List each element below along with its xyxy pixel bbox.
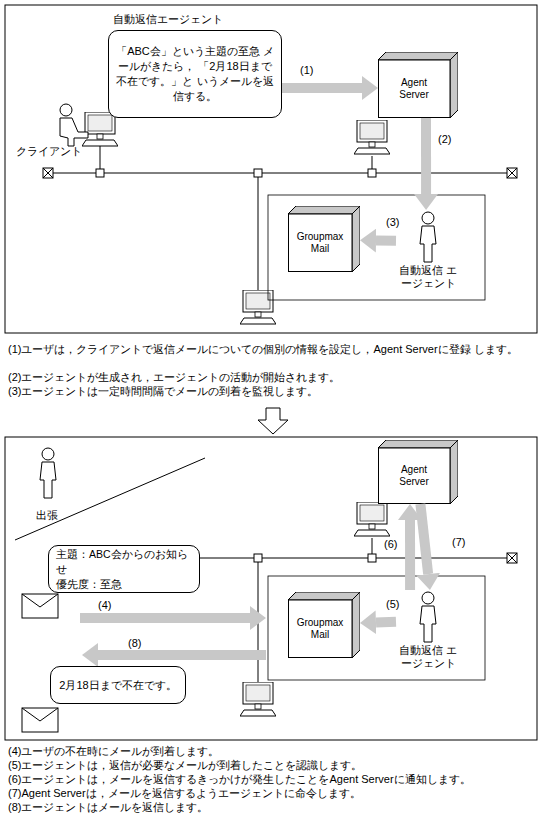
- network-tap: [254, 169, 262, 177]
- traveling-user: [40, 448, 56, 498]
- box-label: Agent Server: [390, 77, 438, 101]
- box-side-face: [352, 592, 360, 658]
- network-tap: [96, 169, 104, 177]
- speech-bubble: 自動返信エージェント「ABC会」という主題の至急 メールがきたら， 「2月18日…: [108, 30, 282, 118]
- process-arrow: [376, 236, 396, 246]
- network-tap: [368, 169, 376, 177]
- panel-frame: [5, 437, 537, 740]
- callout-number: (2): [438, 133, 451, 145]
- step-description: (5)エージェントは，返信が必要なメールが到着したことを認識します。: [8, 758, 362, 772]
- agent-figure: 自動返信 エージェント: [396, 210, 460, 298]
- server-box: Groupmax Mail: [288, 592, 360, 658]
- drop-line: [100, 146, 101, 169]
- box-front-face: [379, 60, 451, 118]
- box-text-area: Agent Server: [378, 60, 450, 118]
- server-box: Agent Server: [378, 52, 458, 118]
- network-terminator: [43, 168, 53, 178]
- process-arrow: [420, 504, 428, 574]
- agent-area-box: [268, 576, 485, 680]
- drop-line: [258, 177, 259, 290]
- network-line: [48, 173, 512, 174]
- server-box: Agent Server: [378, 440, 458, 504]
- step-description: (4)ユーザの不在時にメールが到着します。: [8, 744, 219, 758]
- envelope-icon: [22, 708, 58, 732]
- box-text-area: Groupmax Mail: [288, 600, 352, 658]
- bubble-text: 主題：ABC会からのお知らせ: [56, 547, 192, 577]
- mail-server-computer: [240, 290, 276, 324]
- callout-number: (1): [300, 64, 313, 76]
- client-person: [60, 104, 88, 146]
- network-terminator: [507, 553, 517, 563]
- actor-label: 出張: [36, 508, 58, 522]
- step-description: (8)エージェントはメールを返信します。: [8, 800, 208, 814]
- box-side-face: [450, 52, 458, 118]
- speech-bubble: 主題：ABC会からのお知らせ優先度：至急: [48, 545, 200, 593]
- network-line: [180, 558, 512, 559]
- person-head: [422, 592, 434, 604]
- step-description: (6)エージェントは，メールを返信するきっかけが発生したことをAgent Ser…: [8, 772, 471, 786]
- drop-line: [372, 156, 373, 169]
- bubble-body: 「ABC会」という主題の至急 メールがきたら， 「2月18日まで不在です。」と …: [109, 31, 281, 117]
- speech-bubble: 2月18日まで不在です。: [50, 666, 186, 704]
- agent-figure: 自動返信 エージェント: [396, 590, 460, 678]
- step-description: (3)エージェントは一定時間間隔でメールの到着を監視します。: [8, 384, 318, 398]
- person-head: [422, 212, 434, 224]
- server-computer: [354, 120, 390, 154]
- network-tap: [368, 554, 376, 562]
- bubble-body: 2月18日まで不在です。: [51, 667, 185, 703]
- process-arrow: [376, 617, 396, 628]
- bubble-text: 「ABC会」という主題の至急 メールがきたら， 「2月18日まで不在です。」と …: [116, 44, 274, 104]
- bubble-heading: 自動返信エージェント: [113, 12, 223, 27]
- process-arrow: [421, 118, 431, 194]
- box-front-face: [289, 214, 353, 272]
- box-top-face: [288, 592, 360, 600]
- step-description: (7)Agent Serverは，メールを返信するようエージェントに命令します。: [8, 786, 361, 800]
- box-top-face: [378, 52, 458, 60]
- box-side-face: [352, 206, 360, 272]
- box-text-area: Agent Server: [378, 448, 450, 504]
- step-description: (2)エージェントが生成され，エージェントの活動が開始されます。: [8, 370, 340, 384]
- bubble-body: 主題：ABC会からのお知らせ優先度：至急: [49, 546, 199, 592]
- box-top-face: [378, 440, 458, 448]
- box-label: Groupmax Mail: [293, 617, 347, 641]
- box-label: Groupmax Mail: [293, 231, 347, 255]
- agent-area-box: [268, 195, 485, 300]
- drop-line: [372, 538, 373, 554]
- box-side-face: [450, 440, 458, 504]
- bubble-text: 優先度：至急: [56, 577, 192, 592]
- callout-number: (7): [452, 536, 465, 548]
- person-icon: [396, 210, 460, 264]
- client-computer: [82, 112, 118, 146]
- envelope-icon: [22, 594, 58, 618]
- process-arrow: [405, 520, 415, 590]
- callout-number: (3): [386, 216, 399, 228]
- server-computer: [354, 502, 390, 536]
- mail-server-computer: [240, 682, 276, 716]
- reply-mail-arrow: [82, 643, 266, 667]
- server-box: Groupmax Mail: [288, 206, 360, 272]
- box-text-area: Groupmax Mail: [288, 214, 352, 272]
- box-top-face: [288, 206, 360, 214]
- step-description: (1)ユーザは，クライアントで返信メールについての個別の情報を設定し，Agent…: [8, 342, 538, 356]
- network-tap: [254, 554, 262, 562]
- box-front-face: [289, 600, 353, 658]
- person-body: [420, 226, 436, 262]
- person-body: [420, 606, 436, 642]
- callout-number: (4): [98, 598, 111, 612]
- bubble-text: 2月18日まで不在です。: [58, 678, 178, 693]
- process-arrow: [282, 83, 362, 93]
- next-step-arrow: [258, 408, 288, 434]
- person-icon: [396, 590, 460, 644]
- panel-frame: [5, 5, 537, 333]
- box-front-face: [379, 448, 451, 504]
- callout-number: (8): [128, 636, 141, 650]
- callout-number: (5): [386, 598, 399, 610]
- network-terminator: [507, 168, 517, 178]
- callout-number: (6): [384, 538, 397, 550]
- actor-label: クライアント: [16, 144, 82, 158]
- agent-label: 自動返信 エージェント: [396, 264, 460, 290]
- agent-label: 自動返信 エージェント: [396, 644, 460, 670]
- box-label: Agent Server: [390, 464, 438, 488]
